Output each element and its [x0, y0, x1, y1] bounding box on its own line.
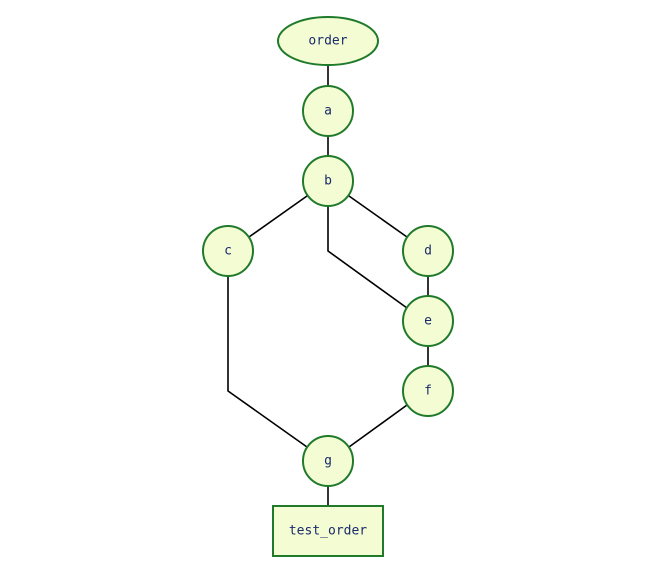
node-a[interactable]: a	[302, 85, 354, 137]
node-test-order-shape	[272, 505, 384, 557]
edge-b-to-c	[248, 195, 308, 238]
node-order[interactable]: order	[277, 16, 379, 66]
node-g-label: g	[324, 454, 332, 469]
edge-b-to-d	[348, 195, 408, 238]
node-f[interactable]: f	[402, 365, 454, 417]
edge-c-to-g	[227, 276, 308, 448]
node-d-shape	[402, 225, 454, 277]
node-b[interactable]: b	[302, 155, 354, 207]
node-a-label: a	[324, 104, 332, 119]
node-e-shape	[402, 295, 454, 347]
node-test-order[interactable]: test_order	[272, 505, 384, 557]
node-e-label: e	[424, 314, 432, 329]
node-order-shape	[277, 16, 379, 66]
node-a-shape	[302, 85, 354, 137]
node-c[interactable]: c	[202, 225, 254, 277]
node-f-shape	[402, 365, 454, 417]
node-g[interactable]: g	[302, 435, 354, 487]
node-d[interactable]: d	[402, 225, 454, 277]
nodes-layer: order a b c d e f g test_order	[202, 16, 454, 557]
node-c-label: c	[224, 244, 232, 259]
node-b-shape	[302, 155, 354, 207]
edge-b-to-e	[327, 206, 408, 309]
node-test-order-label: test_order	[289, 524, 367, 539]
node-d-label: d	[424, 244, 432, 259]
node-g-shape	[302, 435, 354, 487]
node-e[interactable]: e	[402, 295, 454, 347]
node-order-label: order	[308, 34, 347, 49]
node-b-label: b	[324, 174, 332, 189]
node-c-shape	[202, 225, 254, 277]
node-f-label: f	[424, 384, 432, 399]
edge-f-to-g	[348, 404, 408, 448]
edges-layer	[227, 65, 429, 506]
